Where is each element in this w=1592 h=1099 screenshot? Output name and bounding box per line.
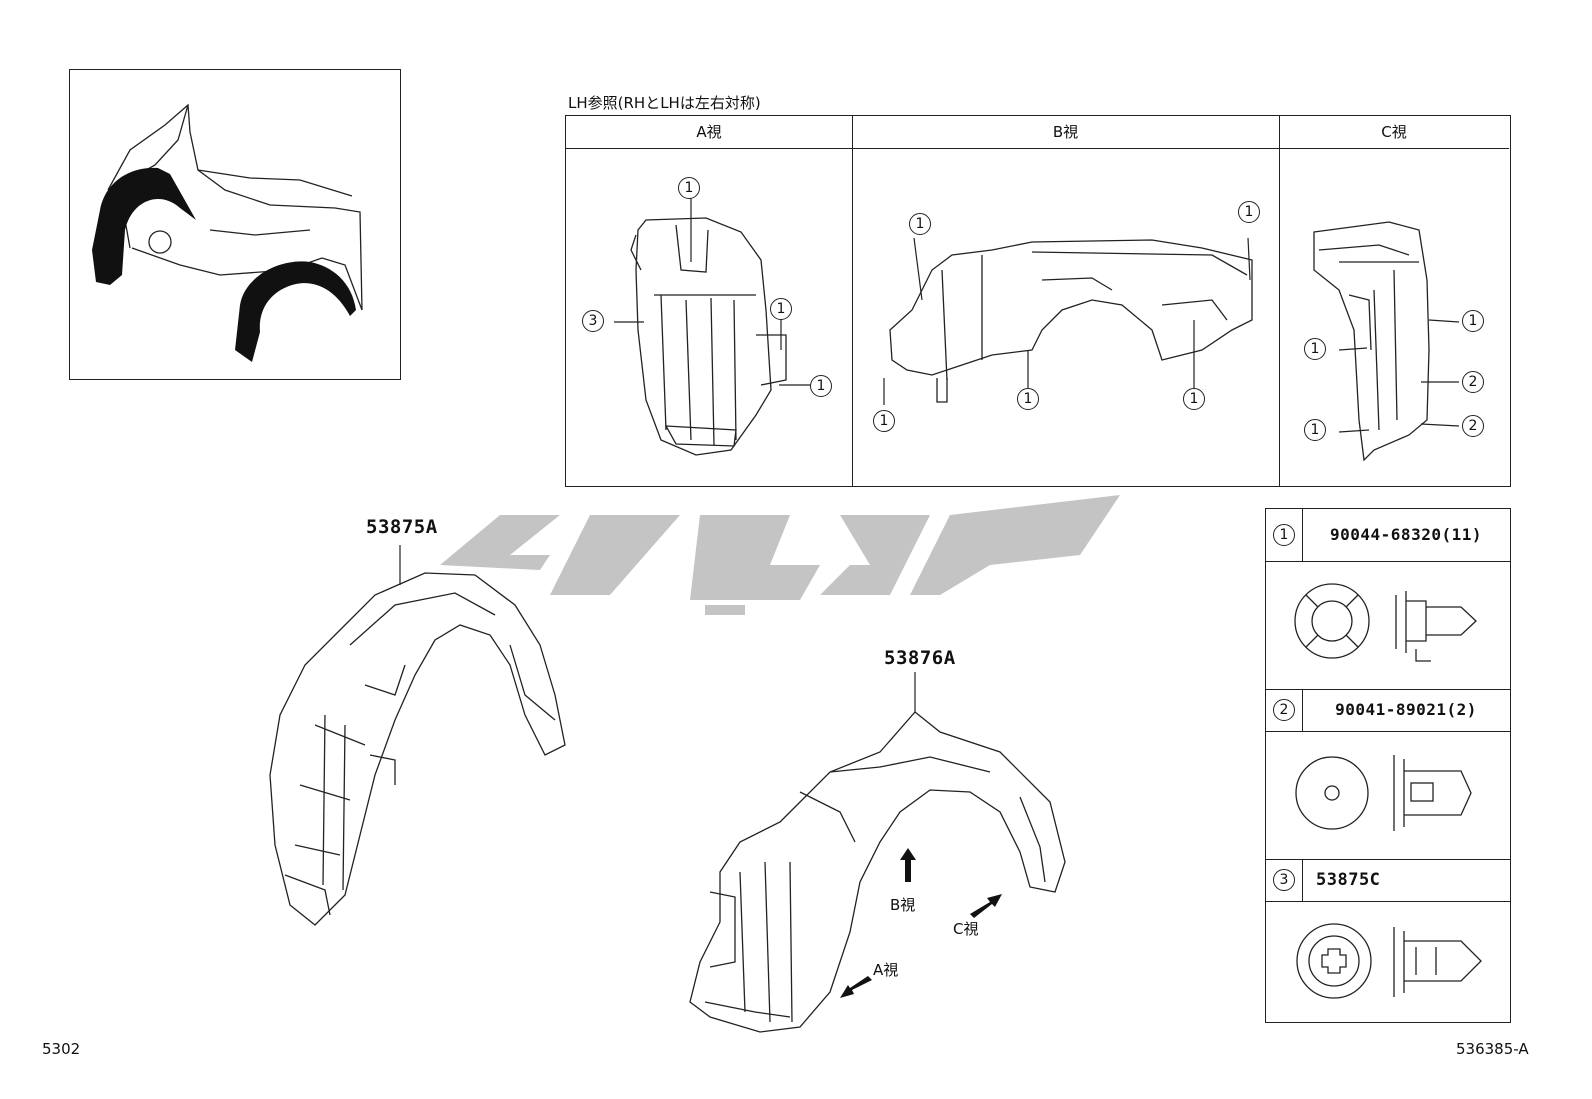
view-a-drawing <box>614 195 811 456</box>
legend-row-3-image <box>1266 901 1510 1021</box>
part-label-53875a: 53875A <box>366 516 438 538</box>
legend-part-2: 90041-89021(2) <box>1335 700 1477 719</box>
view-col-b: B視 <box>852 116 1280 486</box>
view-table: A視 B視 C視 1 3 1 1 <box>565 115 1511 487</box>
vehicle-overview-drawing <box>92 103 363 362</box>
view-header-c: C視 <box>1279 116 1509 149</box>
view-col-c: C視 <box>1279 116 1509 486</box>
callout-c-1-left-lower: 1 <box>1304 419 1326 441</box>
callout-b-1-bottomleft: 1 <box>873 410 895 432</box>
callout-b-1-topleft: 1 <box>909 213 931 235</box>
clip-53875c-drawing <box>1296 923 1482 999</box>
callout-c-1-left-upper: 1 <box>1304 338 1326 360</box>
view-arrow-c-label: C視 <box>953 920 979 938</box>
view-arrow-a <box>840 976 872 998</box>
view-header-a: A視 <box>566 116 852 149</box>
legend-part-3: 53875C <box>1316 870 1381 890</box>
view-col-a: A視 <box>566 116 853 486</box>
legend-row-3-header: 3 53875C <box>1266 859 1510 902</box>
legend-num-3: 3 <box>1273 869 1295 891</box>
legend-row-2-image <box>1266 731 1510 860</box>
legend-num-1: 1 <box>1273 524 1295 546</box>
callout-b-1-bottommid: 1 <box>1017 388 1039 410</box>
legend-row-1-header: 1 90044-68320(11) <box>1266 509 1510 562</box>
callout-c-2-upper: 2 <box>1462 371 1484 393</box>
legend-row-2-header: 2 90041-89021(2) <box>1266 689 1510 732</box>
callout-a-1-top: 1 <box>678 177 700 199</box>
clip-90044-drawing <box>1294 583 1477 662</box>
part-label-53876a: 53876A <box>884 647 956 669</box>
callout-c-1-right: 1 <box>1462 310 1484 332</box>
view-c-drawing <box>1313 221 1460 462</box>
callout-b-1-bottomright: 1 <box>1183 388 1205 410</box>
callout-c-2-lower: 2 <box>1462 415 1484 437</box>
view-arrow-b-label: B視 <box>890 896 916 914</box>
legend-num-2: 2 <box>1273 699 1295 721</box>
callout-a-3: 3 <box>582 310 604 332</box>
liner-53876a-drawing <box>689 672 1066 1033</box>
view-arrow-b <box>900 848 916 882</box>
view-b-drawing <box>883 237 1253 405</box>
callout-b-1-topright: 1 <box>1238 201 1260 223</box>
view-arrow-c <box>970 894 1002 918</box>
clip-90041-drawing <box>1295 755 1472 831</box>
reference-note: LH参照(RHとLHは左右対称) <box>568 94 761 112</box>
view-arrow-a-label: A視 <box>873 961 899 979</box>
watermark-logo <box>440 495 1120 615</box>
callout-a-1-bottom: 1 <box>810 375 832 397</box>
footer-left-code: 5302 <box>42 1040 81 1058</box>
rear-liner-silhouette <box>235 261 356 362</box>
legend-part-1: 90044-68320(11) <box>1330 525 1482 544</box>
overview-inset <box>69 69 401 380</box>
view-header-b: B視 <box>852 116 1279 149</box>
callout-a-1-right: 1 <box>770 298 792 320</box>
front-liner-silhouette <box>92 167 196 285</box>
legend-row-1-image <box>1266 561 1510 690</box>
liner-53875a-drawing <box>269 545 566 926</box>
footer-right-code: 536385-A <box>1456 1040 1529 1058</box>
fastener-legend: 1 90044-68320(11) 2 90041-89021(2) <box>1265 508 1511 1023</box>
